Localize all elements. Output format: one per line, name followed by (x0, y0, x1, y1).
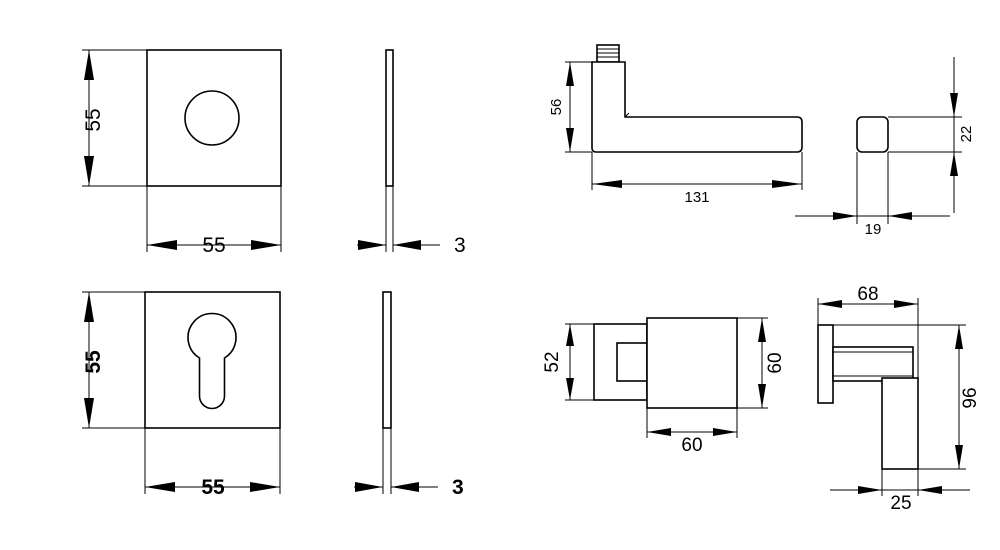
handle-side-view: 56 131 (548, 44, 803, 206)
top-rose-width-label: 60 (681, 435, 702, 456)
rosette-hole (184, 90, 240, 146)
escutcheon-side-plate (382, 291, 392, 429)
handle-lever (591, 61, 803, 153)
rosette-side-view: 3 (357, 49, 466, 257)
escutcheon-thickness-label: 3 (452, 476, 464, 499)
profile-rose (817, 324, 834, 404)
handle-length-label: 131 (684, 189, 709, 206)
profile-neck (832, 346, 914, 382)
handle-profile-view: 68 96 25 (817, 284, 981, 514)
profile-height-label: 96 (960, 387, 981, 408)
top-base-height-label: 52 (542, 351, 563, 372)
profile-grip-width-label: 25 (890, 493, 911, 514)
profile-projection-label: 68 (857, 284, 878, 305)
grip-width-label: 19 (865, 221, 882, 238)
handle-height-label: 56 (548, 99, 565, 116)
rosette-thickness-label: 3 (454, 234, 466, 257)
escutcheon-front-view: 55 55 (82, 291, 281, 499)
handle-top-view: 52 60 60 (542, 317, 786, 456)
handle-grip-section: 22 19 (795, 57, 975, 238)
grip-height-label: 22 (958, 126, 975, 143)
rosette-side-plate (385, 49, 394, 187)
top-inner (616, 342, 648, 382)
rosette-height-label: 55 (82, 108, 105, 131)
top-rose (646, 317, 738, 409)
top-rose-height-label: 60 (765, 352, 786, 373)
escutcheon-width-label: 55 (201, 476, 225, 499)
escutcheon-height-label: 55 (82, 350, 105, 374)
grip-section-shape (856, 116, 889, 153)
rosette-front-view: 55 55 (82, 49, 282, 257)
profile-grip (881, 377, 919, 470)
keyhole-cutout (187, 312, 237, 410)
rosette-width-label: 55 (202, 234, 225, 257)
escutcheon-side-view: 3 (354, 291, 464, 499)
